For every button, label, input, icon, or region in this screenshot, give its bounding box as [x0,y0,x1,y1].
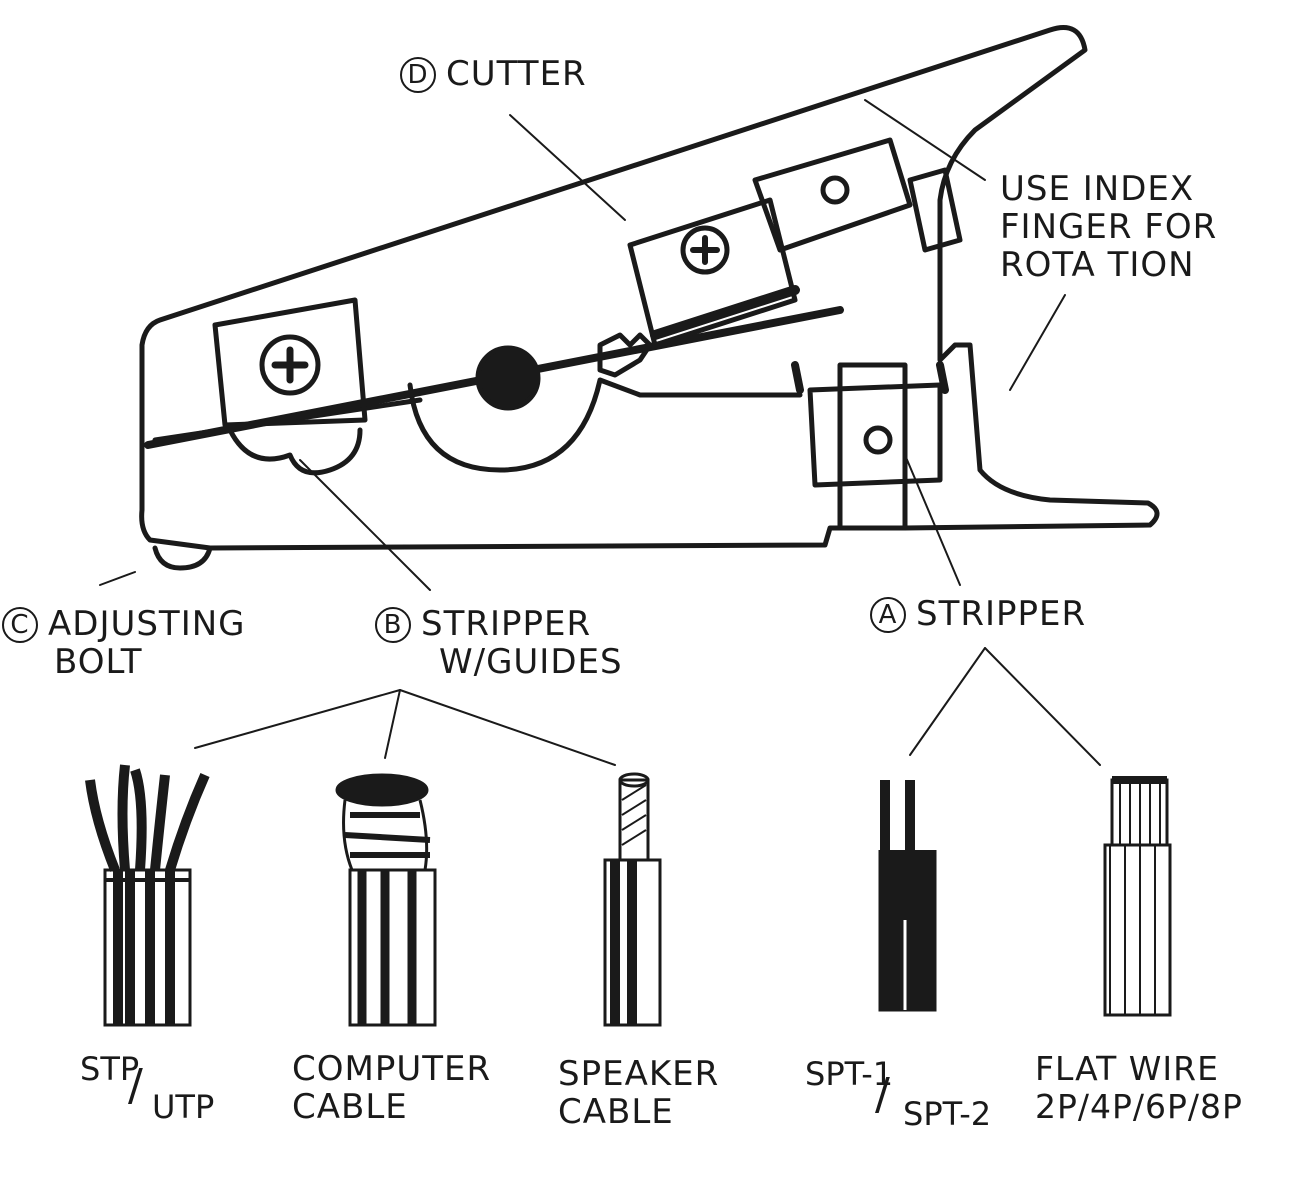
label-guides-line2: W/GUIDES [439,642,623,682]
leader-adjusting [99,571,136,586]
label-guides-line1: STRIPPER [421,604,592,644]
label-index-line2: FINGER FOR [1000,207,1218,247]
leader-a-left [909,647,986,756]
label-stripper-guides: B STRIPPER W/GUIDES [375,605,623,681]
label-stp-utp: STP / UTP [80,1050,240,1130]
label-flat-line2: 2P/4P/6P/8P [1035,1087,1243,1126]
throat-arc [407,377,803,473]
label-adjusting-line1: ADJUSTING [48,604,246,644]
label-stripper: A STRIPPER [870,595,1086,633]
cutter-screw-cross [690,235,720,265]
cutter-block [627,197,798,348]
label-spt2: SPT-2 [903,1095,992,1133]
leader-index-1 [864,99,986,181]
leader-b-mid [384,689,401,759]
label-cutter: D CUTTER [400,55,587,93]
leader-b-right [399,689,616,766]
label-computer-cable: COMPUTER CABLE [292,1050,491,1126]
left-block-screw [259,334,321,396]
leader-stripper-a [904,454,961,586]
cutter-slide [752,137,913,253]
pivot-pin [475,345,541,411]
label-index-line1: USE INDEX [1000,169,1195,209]
label-spt1: SPT-1 [805,1055,894,1093]
right-stripper-rail [791,361,949,394]
cable-speaker [603,772,662,1027]
label-computer-line2: CABLE [292,1087,408,1127]
label-stripper-text: STRIPPER [916,594,1087,634]
label-spt: SPT-1 / SPT-2 [805,1055,1015,1135]
right-stripper-hole [863,425,893,455]
label-adjusting-bolt: C ADJUSTING BOLT [2,605,246,681]
letter-badge-d: D [400,57,436,93]
label-speaker-line1: SPEAKER [558,1054,720,1094]
label-speaker-cable: SPEAKER CABLE [558,1055,719,1131]
letter-badge-a: A [870,597,906,633]
label-cutter-text: CUTTER [446,54,587,94]
cable-drawings [85,764,1172,1027]
slash-spt: / [875,1069,890,1120]
leader-a-right [984,647,1101,766]
slash-stp-utp: / [128,1060,143,1111]
label-utp: UTP [152,1088,215,1126]
left-block [212,297,368,428]
leader-cutter [509,114,626,221]
cutter-blade [650,285,800,340]
leader-index-2 [1009,294,1066,391]
adjusting-bolt [152,545,213,571]
cable-computer [335,773,437,1027]
label-stp: STP [80,1050,140,1088]
label-flat-line1: FLAT WIRE [1035,1049,1219,1088]
cutter-knob [907,167,963,253]
cable-stp-utp [85,764,210,1027]
label-adjusting-line2: BOLT [54,642,143,682]
label-flat-wire: FLAT WIRE 2P/4P/6P/8P [1035,1050,1243,1126]
label-computer-line1: COMPUTER [292,1049,492,1089]
cable-spt [878,780,937,1012]
tool-body-outline [139,25,1160,551]
label-speaker-line2: CABLE [558,1092,674,1132]
guide-bumps [227,427,363,476]
cutter-slide-hole [820,175,850,205]
left-block-screw-cross [271,346,309,384]
right-stripper-block [807,382,943,488]
label-index-finger: USE INDEX FINGER FOR ROTA TION [1000,170,1217,284]
cutter-screw [680,225,730,275]
cable-flat-wire [1103,776,1172,1017]
letter-badge-c: C [2,607,38,643]
leader-guides [299,459,431,591]
spring-teeth [597,332,653,378]
right-stripper-post [837,362,908,531]
leader-b-left [194,689,401,749]
label-index-line3: ROTA TION [1000,245,1195,285]
letter-badge-b: B [375,607,411,643]
